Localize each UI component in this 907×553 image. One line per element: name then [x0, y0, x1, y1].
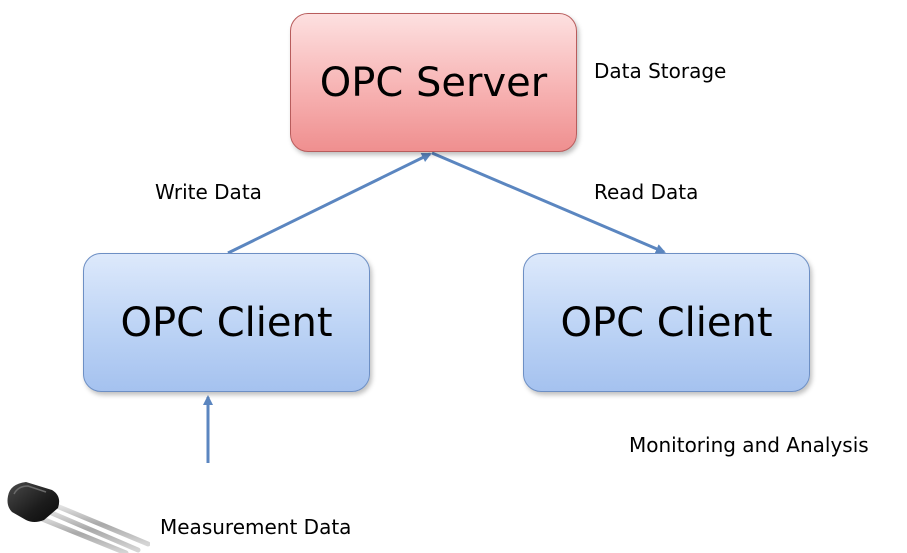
monitoring-analysis-label: Monitoring and Analysis [629, 433, 869, 457]
data-storage-label: Data Storage [594, 59, 727, 83]
read-data-label: Read Data [594, 180, 699, 204]
read-data-arrow [431, 151, 666, 254]
write-data-arrow [227, 152, 432, 255]
opc-client-writer-node: OPC Client [83, 253, 370, 392]
opc-client-reader-label: OPC Client [560, 299, 773, 346]
write-data-label: Write Data [155, 180, 262, 204]
opc-server-node: OPC Server [290, 13, 577, 152]
opc-client-writer-label: OPC Client [120, 299, 333, 346]
measurement-data-label: Measurement Data [160, 515, 352, 539]
transistor-sensor-icon [7, 482, 150, 553]
opc-server-label: OPC Server [319, 59, 548, 106]
opc-client-reader-node: OPC Client [523, 253, 810, 392]
